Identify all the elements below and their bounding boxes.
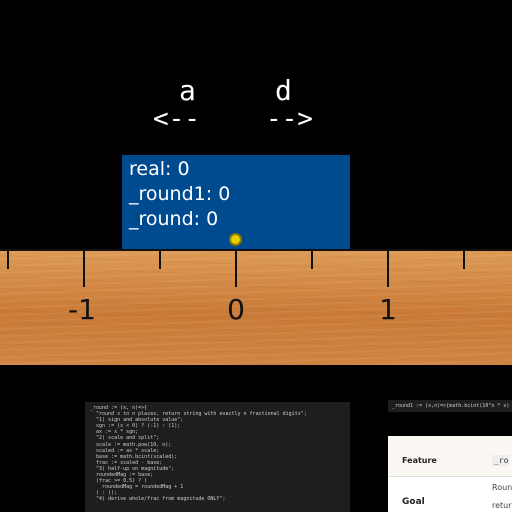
header-round-cell: _ro xyxy=(492,455,511,466)
header-feature-cell: Feature xyxy=(402,456,437,465)
code-line: roundedMag := base; xyxy=(90,472,154,479)
code-line: base := math.bcint(scaled); xyxy=(90,453,178,460)
ruler-tick xyxy=(83,251,85,287)
right-arrow-indicator: --> xyxy=(266,104,313,134)
ruler-tick xyxy=(311,251,313,269)
round1-value-text: _round1: 0 xyxy=(129,183,231,205)
ruler-label: 0 xyxy=(227,293,245,326)
left-key-label: a xyxy=(179,74,196,107)
code-line: "3) half-up on magnitude"; xyxy=(90,465,175,472)
code-line: _round := (x, n)=>{ xyxy=(90,405,148,411)
number-line-ruler[interactable]: -1 0 1 xyxy=(0,249,512,365)
ruler-label: 1 xyxy=(379,293,397,326)
ruler-tick xyxy=(159,251,161,269)
code-line: "2) scale and split"; xyxy=(90,435,160,442)
code-line: scale := math.pow(10, n); xyxy=(90,441,172,448)
comparison-table: Feature _ro Goal Roun retur xyxy=(388,436,512,512)
code-line: "round x to n places, return string with… xyxy=(90,411,307,418)
goal-label-cell: Goal xyxy=(402,497,425,507)
goal-value-line: Roun xyxy=(492,483,512,492)
ruler-tick xyxy=(235,251,237,287)
ruler-tick xyxy=(463,251,465,269)
ruler-tick xyxy=(7,251,9,269)
real-value-text: real: 0 xyxy=(129,158,190,180)
position-marker-handle[interactable] xyxy=(229,233,242,246)
left-arrow-indicator: <-- xyxy=(153,104,200,134)
code-line: "4) derive whole/frac from magnitude ONL… xyxy=(90,496,226,503)
code-line: "1) sign and absolute value"; xyxy=(90,417,184,424)
code-line: ax := x * sgn; xyxy=(90,429,139,436)
table-header-row: Feature _ro xyxy=(388,436,512,477)
ruler-label: -1 xyxy=(68,293,96,326)
code-line: (frac >= 0.5) ? ( xyxy=(90,478,148,485)
right-key-label: d xyxy=(275,74,292,107)
code-line: sgn := (x < 0) ? (-1) : (1); xyxy=(90,423,181,430)
code-editor-panel[interactable]: _round := (x, n)=>{ "round x to n places… xyxy=(85,402,350,512)
ruler-tick xyxy=(387,251,389,287)
code-line: frac := scaled - base; xyxy=(90,459,163,466)
code-line: ) : (); xyxy=(90,490,118,497)
code-snippet-panel[interactable]: _round1 := (x,n)=>{math.bcint(10^n * x) xyxy=(388,400,512,412)
code-line: roundedMag = roundedMag + 1 xyxy=(90,484,184,491)
round-value-text: _round: 0 xyxy=(129,208,219,230)
goal-value-line: retur xyxy=(492,501,512,510)
table-row: Goal Roun retur xyxy=(388,477,512,512)
code-line: scaled := ax * scale; xyxy=(90,447,160,454)
